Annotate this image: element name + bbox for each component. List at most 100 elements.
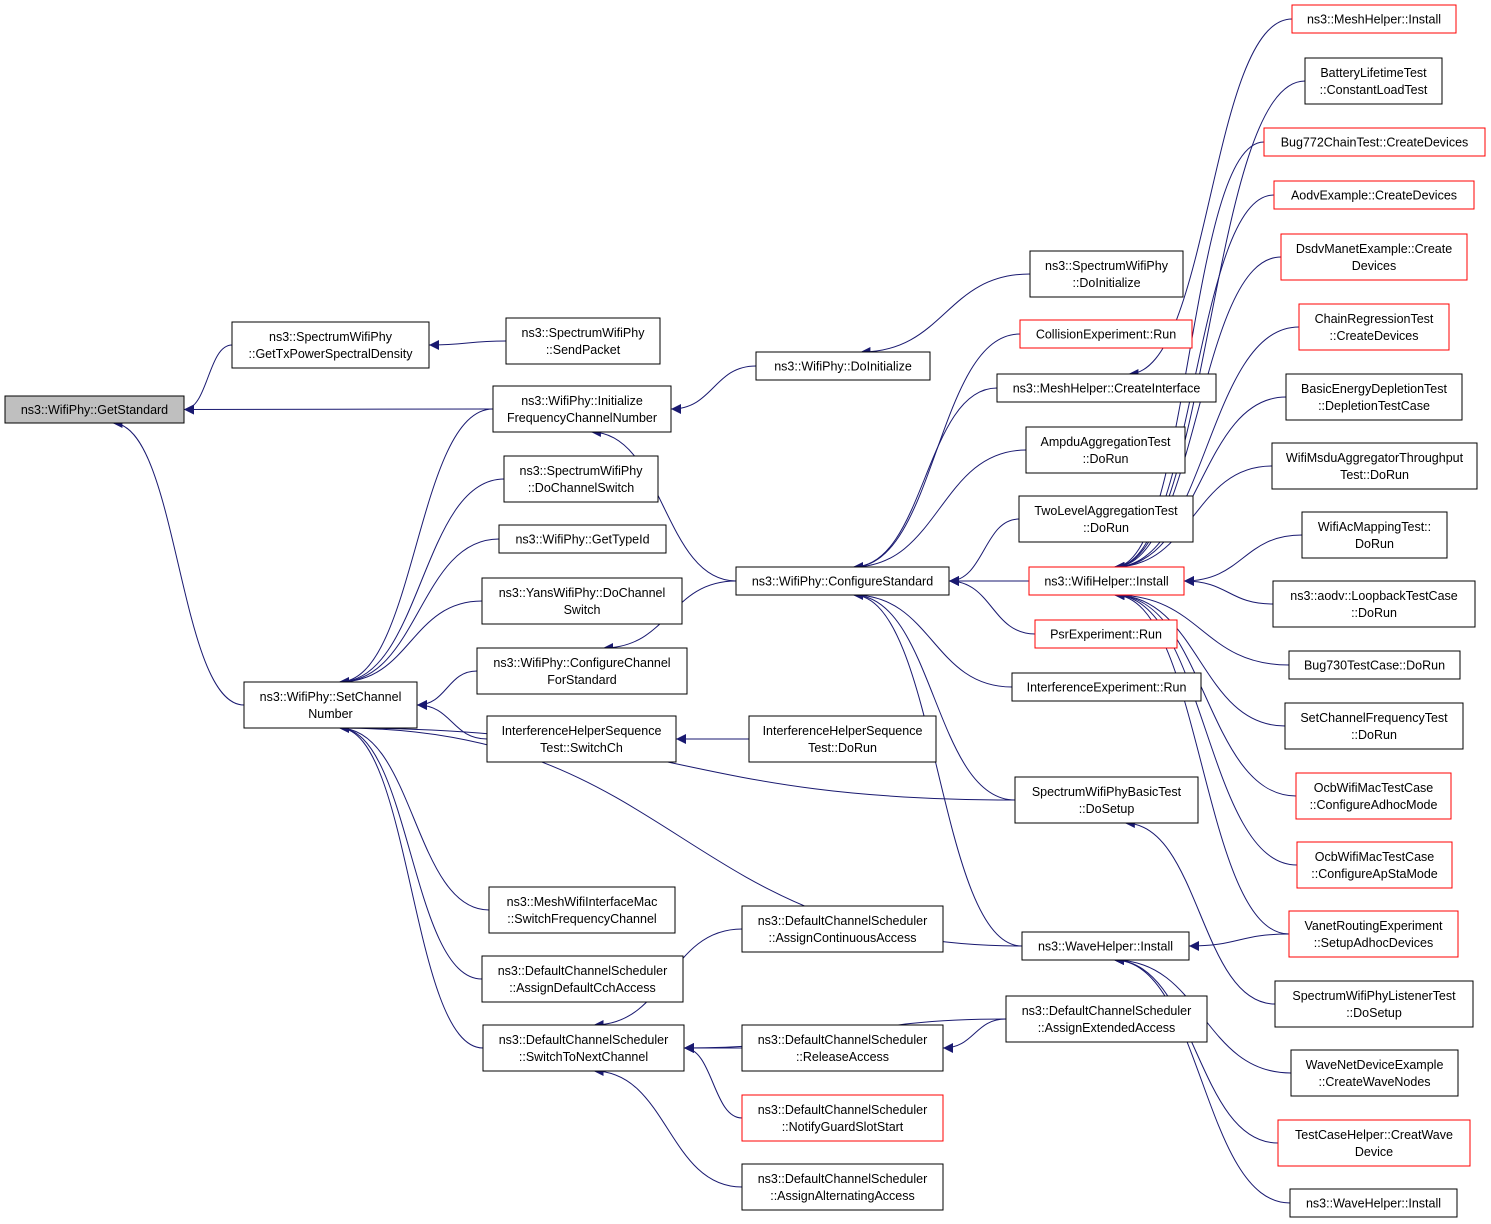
node-label: ::DoRun — [1351, 728, 1397, 742]
node-dcs-assign-default[interactable]: ns3::DefaultChannelScheduler::AssignDefa… — [481, 955, 684, 1003]
node-ampdu-do-run[interactable]: AmpduAggregationTest::DoRun — [1025, 426, 1186, 474]
node-label: ns3::SpectrumWifiPhy — [522, 326, 646, 340]
node-yans-do-ch-sw[interactable]: ns3::YansWifiPhy::DoChannelSwitch — [481, 577, 683, 625]
node-bug730[interactable]: Bug730TestCase::DoRun — [1288, 650, 1461, 680]
node-wifi-ac-mapping[interactable]: WifiAcMappingTest::DoRun — [1301, 511, 1448, 559]
node-label: WifiMsduAggregatorThroughput — [1286, 451, 1464, 465]
node-box — [1284, 702, 1464, 750]
node-aodv-loopback[interactable]: ns3::aodv::LoopbackTestCase::DoRun — [1272, 580, 1476, 628]
node-basic-energy[interactable]: BasicEnergyDepletionTest::DepletionTestC… — [1285, 373, 1463, 421]
node-label: ::AssignContinuousAccess — [769, 931, 917, 945]
node-interf-run[interactable]: InterferenceExperiment::Run — [1011, 672, 1202, 702]
node-label: OcbWifiMacTestCase — [1315, 850, 1435, 864]
node-ocb-ap-sta[interactable]: OcbWifiMacTestCase::ConfigureApStaMode — [1296, 841, 1453, 889]
node-label: ::DoChannelSwitch — [528, 481, 634, 495]
node-get-type-id[interactable]: ns3::WifiPhy::GetTypeId — [498, 524, 667, 554]
node-label: ns3::SpectrumWifiPhy — [1045, 259, 1169, 273]
edge-vanet-routing-to-wave-helper-install — [1188, 933, 1290, 951]
node-box — [1019, 319, 1193, 349]
node-collision-run[interactable]: CollisionExperiment::Run — [1019, 319, 1193, 349]
edge-mesh-helper-install-to-mesh-create-if — [1128, 18, 1293, 379]
node-box — [1005, 995, 1208, 1043]
node-label: ns3::SpectrumWifiPhy — [269, 330, 393, 344]
node-label: ns3::WifiPhy::Initialize — [521, 394, 643, 408]
node-chain-regression[interactable]: ChainRegressionTest::CreateDevices — [1298, 303, 1450, 351]
node-label: ::ConstantLoadTest — [1320, 83, 1428, 97]
node-mesh-create-if[interactable]: ns3::MeshHelper::CreateInterface — [996, 373, 1217, 403]
node-box — [1021, 931, 1190, 961]
node-label: Device — [1355, 1145, 1393, 1159]
node-label: ::SwitchToNextChannel — [519, 1050, 648, 1064]
node-get-standard[interactable]: ns3::WifiPhy::GetStandard — [4, 395, 185, 424]
node-dsdv-manet[interactable]: DsdvManetExample::CreateDevices — [1280, 233, 1468, 281]
node-wifi-do-init[interactable]: ns3::WifiPhy::DoInitialize — [755, 351, 931, 381]
node-wifi-helper-install[interactable]: ns3::WifiHelper::Install — [1028, 566, 1185, 596]
node-label: Test::DoRun — [1340, 468, 1409, 482]
node-cfg-chan-std[interactable]: ns3::WifiPhy::ConfigureChannelForStandar… — [476, 647, 688, 695]
node-spec-listener[interactable]: SpectrumWifiPhyListenerTest::DoSetup — [1274, 980, 1474, 1028]
node-dcs-release[interactable]: ns3::DefaultChannelScheduler::ReleaseAcc… — [741, 1024, 944, 1072]
node-init-freq[interactable]: ns3::WifiPhy::InitializeFrequencyChannel… — [492, 385, 672, 433]
edge-ocb-ap-sta-to-wifi-helper-install — [1114, 590, 1298, 866]
node-label: InterferenceExperiment::Run — [1027, 680, 1187, 694]
node-get-tx-psd[interactable]: ns3::SpectrumWifiPhy::GetTxPowerSpectral… — [231, 321, 430, 369]
node-two-level-do-run[interactable]: TwoLevelAggregationTest::DoRun — [1018, 495, 1194, 543]
node-label: ::DoRun — [1083, 521, 1129, 535]
node-battery-const[interactable]: BatteryLifetimeTest::ConstantLoadTest — [1304, 57, 1443, 105]
node-label: ::SwitchFrequencyChannel — [507, 912, 656, 926]
edges — [112, 18, 1306, 1204]
node-wave-helper-install[interactable]: ns3::WaveHelper::Install — [1021, 931, 1190, 961]
node-aodv-example[interactable]: AodvExample::CreateDevices — [1273, 180, 1475, 210]
node-label: SpectrumWifiPhyListenerTest — [1292, 989, 1456, 1003]
node-label: ns3::SpectrumWifiPhy — [520, 464, 644, 478]
node-dcs-assign-cont[interactable]: ns3::DefaultChannelScheduler::AssignCont… — [741, 905, 944, 953]
node-label: ::CreateWaveNodes — [1318, 1075, 1430, 1089]
node-mesh-switch-freq[interactable]: ns3::MeshWifiInterfaceMac::SwitchFrequen… — [488, 886, 676, 934]
node-label: Test::DoRun — [808, 741, 877, 755]
node-ocb-adhoc[interactable]: OcbWifiMacTestCase::ConfigureAdhocMode — [1295, 772, 1452, 820]
node-label: TwoLevelAggregationTest — [1034, 504, 1178, 518]
node-label: ::AssignDefaultCchAccess — [509, 981, 656, 995]
node-box — [1280, 233, 1468, 281]
node-dcs-switch-next[interactable]: ns3::DefaultChannelScheduler::SwitchToNe… — [482, 1024, 685, 1072]
node-box — [755, 351, 931, 381]
edge-mesh-create-if-to-cfg-standard — [853, 387, 998, 572]
node-label: AmpduAggregationTest — [1041, 435, 1171, 449]
node-label: Number — [308, 707, 352, 721]
node-spec-do-ch-sw[interactable]: ns3::SpectrumWifiPhy::DoChannelSwitch — [503, 455, 659, 503]
node-send-packet[interactable]: ns3::SpectrumWifiPhy::SendPacket — [505, 317, 661, 365]
edge-interf-run-to-cfg-standard — [853, 590, 1013, 688]
node-psr-run[interactable]: PsrExperiment::Run — [1034, 619, 1178, 649]
node-set-chan-freq[interactable]: SetChannelFrequencyTest::DoRun — [1284, 702, 1464, 750]
edge-bug730-to-wifi-helper-install — [1114, 590, 1290, 666]
node-wave-net-dev[interactable]: WaveNetDeviceExample::CreateWaveNodes — [1290, 1049, 1459, 1097]
node-dcs-assign-alt[interactable]: ns3::DefaultChannelScheduler::AssignAlte… — [741, 1163, 944, 1211]
node-label: DoRun — [1355, 537, 1394, 551]
node-cfg-standard[interactable]: ns3::WifiPhy::ConfigureStandard — [735, 566, 950, 596]
node-vanet-routing[interactable]: VanetRoutingExperiment::SetupAdhocDevice… — [1288, 910, 1459, 958]
node-wave-helper-install2[interactable]: ns3::WaveHelper::Install — [1289, 1188, 1458, 1218]
node-dcs-assign-ext[interactable]: ns3::DefaultChannelScheduler::AssignExte… — [1005, 995, 1208, 1043]
node-spec-basic-setup[interactable]: SpectrumWifiPhyBasicTest::DoSetup — [1014, 776, 1199, 824]
node-label: ns3::MeshHelper::Install — [1307, 12, 1441, 26]
node-label: TestCaseHelper::CreatWave — [1295, 1128, 1453, 1142]
node-mesh-helper-install[interactable]: ns3::MeshHelper::Install — [1291, 4, 1457, 34]
node-box — [1277, 1119, 1471, 1167]
node-label: ns3::WifiPhy::DoInitialize — [774, 359, 912, 373]
edge-dsdv-manet-to-wifi-helper-install — [1114, 256, 1282, 572]
node-label: ns3::MeshHelper::CreateInterface — [1013, 381, 1201, 395]
node-bug772[interactable]: Bug772ChainTest::CreateDevices — [1263, 127, 1486, 157]
edge-spec-do-init-to-wifi-do-init — [860, 273, 1031, 357]
edge-init-freq-to-set-channel — [339, 408, 494, 687]
edge-mesh-switch-freq-to-set-channel — [339, 723, 490, 911]
node-box — [482, 1024, 685, 1072]
edge-set-chan-freq-to-wifi-helper-install — [1114, 590, 1286, 727]
node-dcs-notify-guard[interactable]: ns3::DefaultChannelScheduler::NotifyGuar… — [741, 1094, 944, 1142]
node-spec-do-init[interactable]: ns3::SpectrumWifiPhy::DoInitialize — [1029, 250, 1184, 298]
node-label: ::AssignExtendedAccess — [1038, 1021, 1176, 1035]
